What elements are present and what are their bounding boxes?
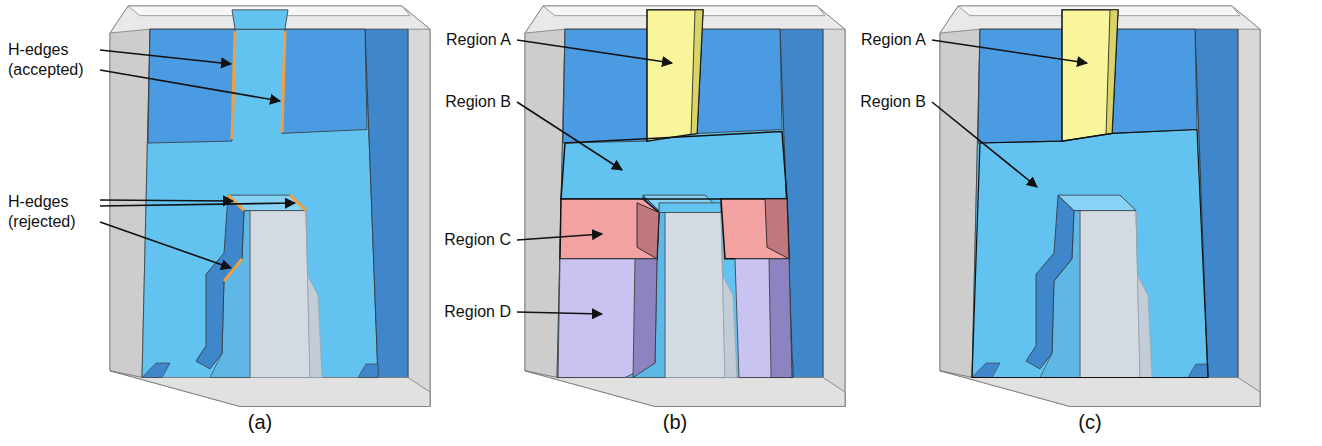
leader-arrow	[517, 312, 602, 314]
region-c-side	[765, 199, 789, 259]
leader-arrow	[517, 40, 672, 63]
panel-caption: (c)	[1050, 410, 1130, 434]
leader-arrow	[100, 222, 231, 268]
region-c-face	[721, 199, 789, 259]
region-label: Region C	[433, 230, 511, 250]
region-overlays	[972, 10, 1208, 378]
panel-caption: (a)	[220, 410, 300, 434]
h-edge-marks	[224, 31, 306, 281]
leader-arrow	[932, 40, 1087, 63]
region-d-side	[769, 259, 792, 378]
region-a-face	[647, 10, 703, 141]
region-a-face	[1062, 10, 1118, 141]
region-a-side	[691, 10, 703, 134]
region-c-face	[560, 199, 659, 259]
mold-block	[525, 6, 845, 406]
region-c-side	[637, 203, 659, 259]
region-d-face	[735, 259, 792, 378]
h-edge	[228, 195, 244, 210]
region-b-outline	[972, 130, 1208, 378]
callout-label: H-edges (accepted)	[8, 40, 94, 80]
leader-arrow	[517, 234, 602, 240]
mold-block	[940, 6, 1260, 406]
region-label: Region B	[433, 92, 511, 112]
region-b-outline	[561, 131, 787, 199]
h-edge	[232, 31, 235, 139]
leader-arrow	[517, 102, 622, 170]
mold-block	[110, 6, 430, 406]
region-overlays	[558, 10, 792, 378]
leader-arrow	[932, 102, 1037, 187]
leader-arrow	[100, 50, 231, 64]
leader-arrow	[100, 203, 295, 206]
region-label: Region A	[848, 30, 926, 50]
region-label: Region D	[433, 302, 511, 322]
region-d-face	[558, 259, 657, 378]
region-b-strip	[659, 203, 721, 213]
callout-label: H-edges (rejected)	[8, 192, 94, 232]
panel-caption: (b)	[635, 410, 715, 434]
region-d-side	[633, 259, 657, 378]
region-a-side	[1106, 10, 1118, 134]
leader-arrows	[100, 40, 1087, 314]
h-edge	[224, 259, 242, 281]
leader-arrow	[100, 70, 280, 101]
h-edge	[282, 31, 285, 132]
region-label: Region A	[433, 30, 511, 50]
leader-arrow	[100, 200, 233, 201]
region-label: Region B	[848, 92, 926, 112]
